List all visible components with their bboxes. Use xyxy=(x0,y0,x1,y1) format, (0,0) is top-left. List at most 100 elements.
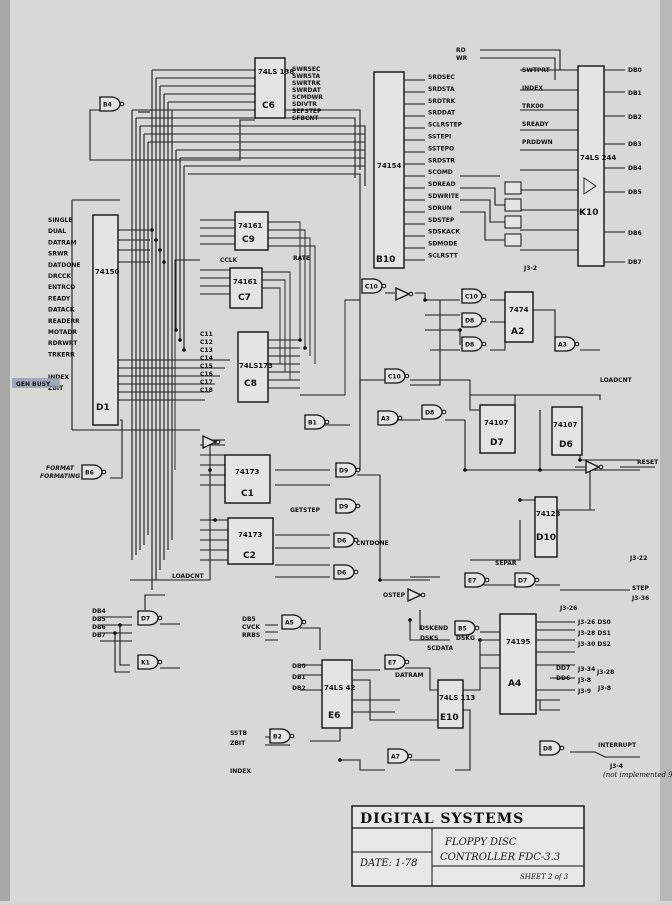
d1-input-label: TRKERR xyxy=(48,351,75,358)
k10-input-gate xyxy=(504,215,522,229)
gate-id: C10 xyxy=(388,374,401,381)
d1-input-label: ZBIT xyxy=(48,385,64,392)
ic-e10-type: 74LS 113 xyxy=(439,694,475,702)
k10-output-label: DB3 xyxy=(628,141,642,148)
c8-input-label: C14 xyxy=(200,355,213,362)
gate-bubble xyxy=(301,619,307,625)
signal-name-label: DSKEND xyxy=(420,625,448,632)
ic-e6-body xyxy=(321,659,353,729)
k10-input-gate xyxy=(504,233,522,247)
ic-c2-id: C2 xyxy=(243,551,256,561)
ic-d6-body xyxy=(551,406,583,456)
gate-body xyxy=(387,748,409,764)
ic-c1-body xyxy=(224,454,271,504)
gate-body xyxy=(281,614,303,630)
d1-input-label: SINGLE xyxy=(48,217,72,224)
d1-input-label: DRCCK xyxy=(48,273,71,280)
buffer-3 xyxy=(407,587,426,603)
gate-body xyxy=(304,414,326,430)
gate-body xyxy=(384,654,406,670)
k10-input-label: PRDDWN xyxy=(522,139,553,146)
gate-id: D8 xyxy=(465,318,474,325)
junction-dot xyxy=(213,518,217,522)
ic-c9-body xyxy=(234,211,269,251)
junction-dot xyxy=(463,468,467,472)
junction-dot xyxy=(174,328,178,332)
gate-bubble xyxy=(534,577,540,583)
gate-d9: D9 xyxy=(335,462,361,478)
signal-name-label: DD7 xyxy=(556,665,570,672)
ic-c1-id: C1 xyxy=(241,489,254,499)
gate-id: K1 xyxy=(141,660,150,667)
k10-input-gate xyxy=(504,181,522,195)
c6-output-label: SWRDAT xyxy=(292,87,322,94)
buffer-body xyxy=(407,587,423,603)
ic-e10-id: E10 xyxy=(440,713,459,723)
signal-name-label: DSKG xyxy=(456,635,475,642)
gate-e7: E7 xyxy=(384,654,410,670)
signal-name-label: SCDATA xyxy=(427,645,454,652)
ic-k10-body xyxy=(577,65,605,267)
d1-input-label: DATDONE xyxy=(48,262,80,269)
signal-name-label: CCLK xyxy=(220,257,238,264)
gate-body xyxy=(514,572,536,588)
gate-bubble xyxy=(559,745,565,751)
ic-c8: 74LS173 C8 xyxy=(237,331,273,403)
c8-input-label: C16 xyxy=(200,371,213,378)
buffer-body xyxy=(585,459,601,475)
lower-left-input-label: DB7 xyxy=(92,632,106,639)
gate-bubble xyxy=(484,577,490,583)
gate-id: D7 xyxy=(141,616,150,623)
connector-ref-label: J3-2 xyxy=(523,265,537,272)
ic-a4-type: 74195 xyxy=(506,638,530,646)
gate-bubble xyxy=(481,341,487,347)
bottom-input-label: INDEX xyxy=(230,768,251,775)
mid-input-label: RRBS xyxy=(242,632,260,639)
b10-output-label: SCOMD xyxy=(428,169,453,176)
gate-bubble xyxy=(404,373,410,379)
b10-output-label: SSTEPO xyxy=(428,145,454,152)
ic-b10-type: 74154 xyxy=(377,162,401,170)
signal-name-label: CNTDONE xyxy=(356,540,389,547)
gate-body xyxy=(454,620,476,636)
gate-a3: A3 xyxy=(377,410,403,426)
ic-b10: 74154 B10 xyxy=(373,71,405,269)
gate-bubble xyxy=(157,615,163,621)
connector-ref-label: J3-28 xyxy=(596,669,614,676)
gate-b2: B2 xyxy=(269,728,295,744)
gate-d7: D7 xyxy=(137,610,163,626)
gate-id: A5 xyxy=(285,620,294,627)
ic-d7-flipflop: 74107 D7 xyxy=(479,404,516,454)
d1-input-label: RDRWRT xyxy=(48,340,78,347)
ic-c8-id: C8 xyxy=(244,379,257,389)
ic-c6: 74LS 138 C6 xyxy=(254,57,294,119)
signal-name-label: DD6 xyxy=(556,675,570,682)
gen-busy-label: GEN BUSY xyxy=(16,381,51,388)
gate-d8: D8 xyxy=(461,336,487,352)
c6-output-label: SFBCNT xyxy=(292,115,319,122)
b10-output-label: SSTEPI xyxy=(428,134,451,141)
junction-dot xyxy=(208,468,212,472)
gate-a5: A5 xyxy=(281,614,307,630)
gate-id: E7 xyxy=(468,578,476,585)
ic-c6-body xyxy=(254,57,286,119)
b10-output-label: SRDSTA xyxy=(428,86,455,93)
c8-input-label: C17 xyxy=(200,379,213,386)
buffer-1 xyxy=(202,434,221,450)
connector-ref-label: J3-22 xyxy=(629,555,647,562)
junction-dot xyxy=(298,338,302,342)
signal-name-label: FORMAT xyxy=(46,465,75,472)
signal-name-label: SEPAR xyxy=(495,560,517,567)
junction-dot xyxy=(150,228,154,232)
gate-id: B6 xyxy=(85,470,94,477)
signal-name-label: RATE xyxy=(293,255,310,262)
ic-d1: 74150 D1 xyxy=(92,214,119,426)
ic-c1-type: 74173 xyxy=(235,468,259,476)
gate-body xyxy=(335,498,357,514)
c8-input-label: C18 xyxy=(200,387,213,394)
ic-c7-body xyxy=(229,267,263,309)
ic-d6-type: 74107 xyxy=(553,421,577,429)
gate-bubble xyxy=(324,419,330,425)
